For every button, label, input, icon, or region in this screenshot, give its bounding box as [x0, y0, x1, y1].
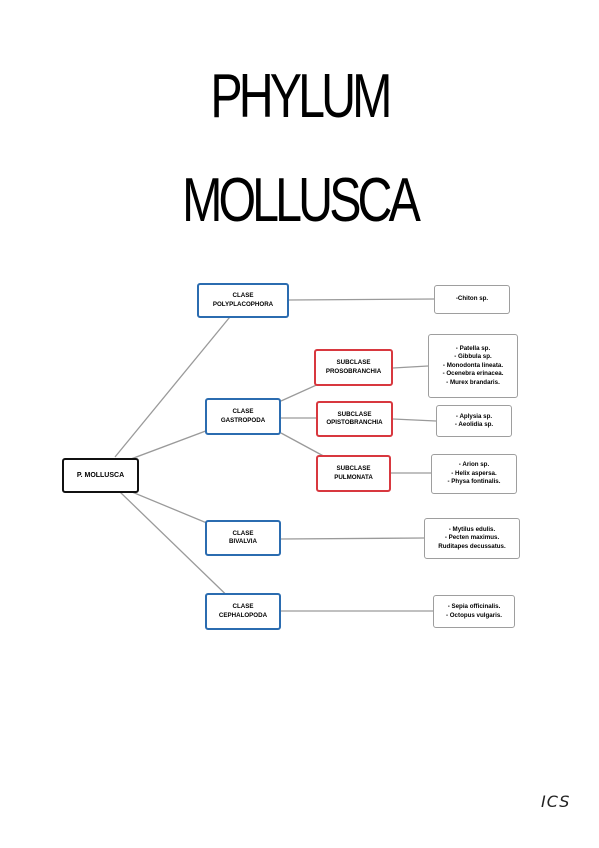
author-signature: ICS: [541, 792, 571, 811]
subclase-label: SUBCLASE: [336, 465, 371, 473]
clase-polyplacophora-node: CLASE POLYPLACOPHORA: [197, 283, 289, 318]
subclase-prosobranchia-node: SUBCLASE PROSOBRANCHIA: [314, 349, 393, 386]
species-item: - Arion sp.: [458, 461, 490, 469]
species-item: - Pecten maximus.: [444, 534, 500, 542]
clase-gastropoda-node: CLASE GASTROPODA: [205, 398, 281, 435]
title-line-1: PHYLUM: [210, 62, 392, 131]
clase-name: GASTROPODA: [220, 416, 266, 424]
clase-bivalvia-node: CLASE BIVALVIA: [205, 520, 281, 556]
connector-polyplacophora-species: [288, 298, 435, 301]
species-item: Ruditapes decussatus.: [438, 542, 506, 550]
title-line-2: MOLLUSCA: [182, 166, 421, 235]
species-item: - Mytilus edulis.: [448, 525, 496, 533]
subclase-opistobranchia-node: SUBCLASE OPISTOBRANCHIA: [316, 401, 393, 437]
species-item: - Monodonta lineata.: [442, 361, 504, 369]
connector-opistobranchia-species: [392, 418, 437, 422]
subclase-pulmonata-node: SUBCLASE PULMONATA: [316, 455, 391, 492]
clase-label: CLASE: [232, 292, 254, 300]
species-item: - Ocenebra erinacea.: [442, 370, 504, 378]
species-item: - Aplysia sp.: [455, 412, 493, 420]
species-polyplacophora-box: -Chiton sp.: [434, 285, 510, 314]
root-label: P. MOLLUSCA: [76, 471, 125, 479]
species-item: - Gibbula sp.: [454, 353, 492, 361]
subclase-label: SUBCLASE: [337, 410, 372, 418]
species-pulmonata-box: - Arion sp. - Helix aspersa. - Physa fon…: [431, 454, 517, 494]
clase-name: CEPHALOPODA: [218, 611, 268, 619]
subclase-name: PROSOBRANCHIA: [325, 367, 382, 375]
species-item: - Murex brandaris.: [446, 378, 500, 386]
species-cephalopoda-box: - Sepia officinalis. - Octopus vulgaris.: [433, 595, 515, 628]
species-item: - Sepia officinalis.: [447, 603, 501, 611]
subclase-name: OPISTOBRANCHIA: [326, 419, 383, 426]
species-item: -Chiton sp.: [455, 295, 489, 303]
species-item: - Octopus vulgaris.: [445, 611, 503, 619]
root-node: P. MOLLUSCA: [62, 458, 139, 493]
species-item: - Helix aspersa.: [451, 469, 497, 477]
species-item: - Aeolidia sp.: [454, 421, 494, 428]
subclase-name: PULMONATA: [334, 473, 373, 481]
connector-prosobranchia-species: [392, 365, 429, 369]
species-prosobranchia-box: - Patella sp. - Gibbula sp. - Monodonta …: [428, 334, 518, 398]
clase-cephalopoda-node: CLASE CEPHALOPODA: [205, 593, 281, 630]
subclase-label: SUBCLASE: [336, 359, 371, 367]
clase-name: BIVALVIA: [229, 538, 257, 545]
connector-root-polyplacophora: [114, 300, 244, 458]
clase-label: CLASE: [232, 529, 254, 537]
clase-name: POLYPLACOPHORA: [212, 300, 274, 308]
connector-root-cephalopoda: [119, 491, 244, 612]
species-bivalvia-box: - Mytilus edulis. - Pecten maximus. Rudi…: [424, 518, 520, 559]
connector-bivalvia-species: [280, 537, 425, 540]
species-item: - Physa fontinalis.: [447, 478, 501, 486]
clase-label: CLASE: [232, 408, 254, 416]
species-item: - Patella sp.: [455, 345, 491, 353]
clase-label: CLASE: [232, 603, 254, 611]
species-opistobranchia-box: - Aplysia sp. - Aeolidia sp.: [436, 405, 512, 437]
